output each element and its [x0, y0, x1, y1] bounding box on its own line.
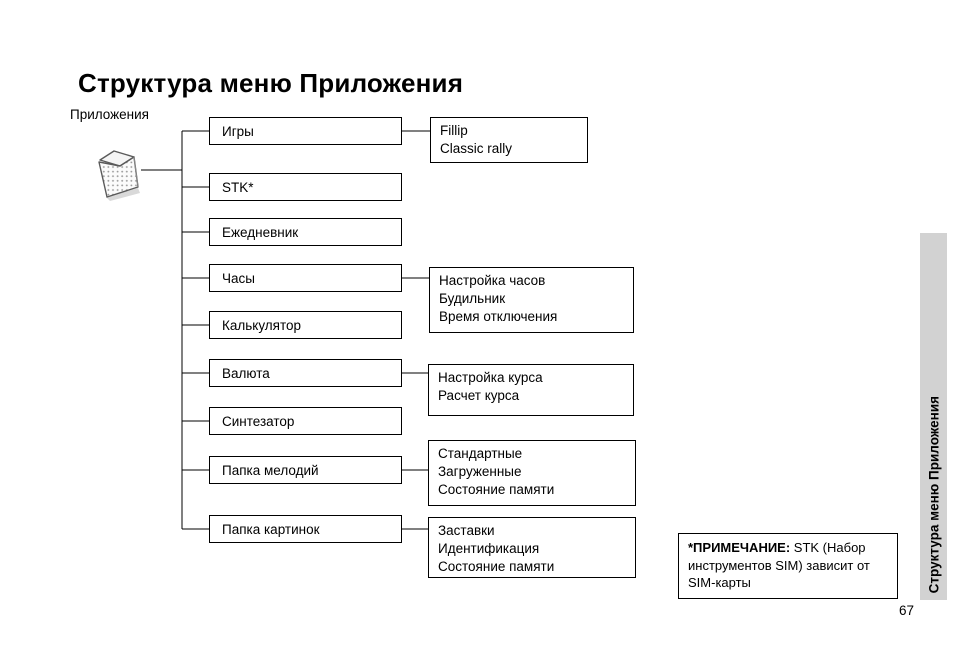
menu-box-label: Папка картинок [222, 521, 320, 537]
sub-item: Состояние памяти [438, 482, 555, 497]
sub-box-picture-folder: Заставки Идентификация Состояние памяти [428, 517, 636, 578]
note-box: *ПРИМЕЧАНИЕ: STK (Набор инструментов SIM… [678, 533, 898, 599]
page-title: Структура меню Приложения [78, 68, 464, 98]
sub-item: Настройка курса [438, 370, 543, 385]
chapter-side-tab: Структура меню Приложения [920, 233, 947, 600]
note-text: STK (Набор инструментов SIM) зависит от … [688, 540, 870, 590]
menu-box-label: Папка мелодий [222, 462, 319, 478]
sub-item: Заставки [438, 523, 495, 538]
chapter-side-tab-label: Структура меню Приложения [926, 395, 941, 593]
sub-box-clock: Настройка часов Будильник Время отключен… [429, 267, 634, 333]
sub-item: Стандартные [438, 446, 523, 461]
sub-item: Загруженные [438, 464, 522, 479]
menu-box-label: Часы [222, 270, 255, 286]
root-label: Приложения [70, 107, 149, 122]
menu-box-label: Ежедневник [222, 224, 299, 240]
note-label: *ПРИМЕЧАНИЕ: [688, 540, 791, 555]
folder-icon [98, 150, 140, 201]
menu-box-label: STK* [222, 179, 254, 195]
sub-item: Время отключения [439, 309, 558, 324]
sub-item: Настройка часов [439, 273, 546, 288]
menu-box-games: Игры [209, 117, 402, 145]
menu-box-label: Калькулятор [222, 317, 302, 333]
sub-box-games: Fillip Classic rally [430, 117, 588, 163]
sub-item: Classic rally [440, 141, 513, 156]
menu-box-label: Игры [222, 123, 254, 139]
sub-item: Идентификация [438, 541, 540, 556]
menu-box-melody-folder: Папка мелодий [209, 456, 402, 484]
menu-box-synthesizer: Синтезатор [209, 407, 402, 435]
sub-box-melody-folder: Стандартные Загруженные Состояние памяти [428, 440, 636, 506]
menu-box-label: Валюта [222, 365, 270, 381]
sub-item: Будильник [439, 291, 506, 306]
sub-item: Расчет курса [438, 388, 520, 403]
menu-box-calculator: Калькулятор [209, 311, 402, 339]
sub-item: Состояние памяти [438, 559, 555, 574]
menu-box-label: Синтезатор [222, 413, 295, 429]
page-number: 67 [898, 603, 914, 618]
menu-box-organizer: Ежедневник [209, 218, 402, 246]
menu-box-clock: Часы [209, 264, 402, 292]
sub-item: Fillip [440, 123, 468, 138]
sub-box-currency: Настройка курса Расчет курса [428, 364, 634, 416]
menu-box-picture-folder: Папка картинок [209, 515, 402, 543]
menu-box-currency: Валюта [209, 359, 402, 387]
menu-box-stk: STK* [209, 173, 402, 201]
